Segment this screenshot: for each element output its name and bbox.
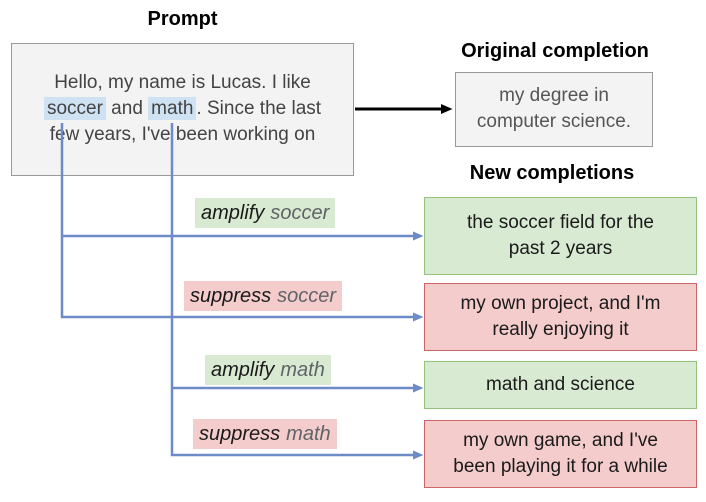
- highlight-soccer: soccer: [43, 97, 106, 120]
- label-concept: soccer: [270, 202, 330, 224]
- completion-box-suppress-soccer: my own project, and I'm really enjoying …: [424, 283, 697, 351]
- label-op: amplify: [201, 202, 265, 224]
- completion-box-amplify-soccer: the soccer field for the past 2 years: [424, 197, 697, 275]
- original-completion-title: Original completion: [461, 40, 649, 62]
- completion-line: the soccer field for the: [467, 212, 654, 233]
- label-concept: math: [286, 423, 331, 445]
- completion-line: my own game, and I've: [463, 430, 658, 451]
- prompt-line-2: soccer and math. Since the last: [12, 96, 353, 122]
- prompt-text-3: few years, I've been working on: [49, 124, 316, 145]
- prompt-line-3: few years, I've been working on: [12, 122, 353, 148]
- completion-line: my own project, and I'm: [460, 293, 661, 314]
- completion-line: really enjoying it: [492, 319, 629, 340]
- label-op: suppress: [199, 423, 281, 445]
- prompt-line-1: Hello, my name is Lucas. I like: [12, 70, 353, 96]
- label-op: suppress: [190, 285, 272, 307]
- prompt-text-mid: and: [105, 98, 149, 119]
- highlight-math: math: [148, 97, 197, 120]
- original-completion-line-1: my degree in: [499, 85, 609, 106]
- completion-line: past 2 years: [508, 238, 613, 259]
- label-concept: soccer: [277, 285, 337, 307]
- original-completion-box: my degree in computer science.: [455, 72, 653, 147]
- completion-box-amplify-math: math and science: [424, 361, 697, 409]
- prompt-text-2: . Since the last: [196, 98, 322, 119]
- prompt-text-1: Hello, my name is Lucas. I like: [54, 72, 311, 93]
- label-concept: math: [280, 359, 325, 381]
- new-completions-title: New completions: [469, 162, 635, 184]
- completion-box-suppress-math: my own game, and I've been playing it fo…: [424, 420, 697, 488]
- original-completion-line-2: computer science.: [476, 111, 632, 132]
- completion-line: been playing it for a while: [453, 456, 668, 477]
- completion-line: math and science: [486, 374, 635, 395]
- prompt-title: Prompt: [147, 8, 218, 30]
- label-op: amplify: [211, 359, 275, 381]
- prompt-box: Hello, my name is Lucas. I like soccer a…: [11, 43, 354, 176]
